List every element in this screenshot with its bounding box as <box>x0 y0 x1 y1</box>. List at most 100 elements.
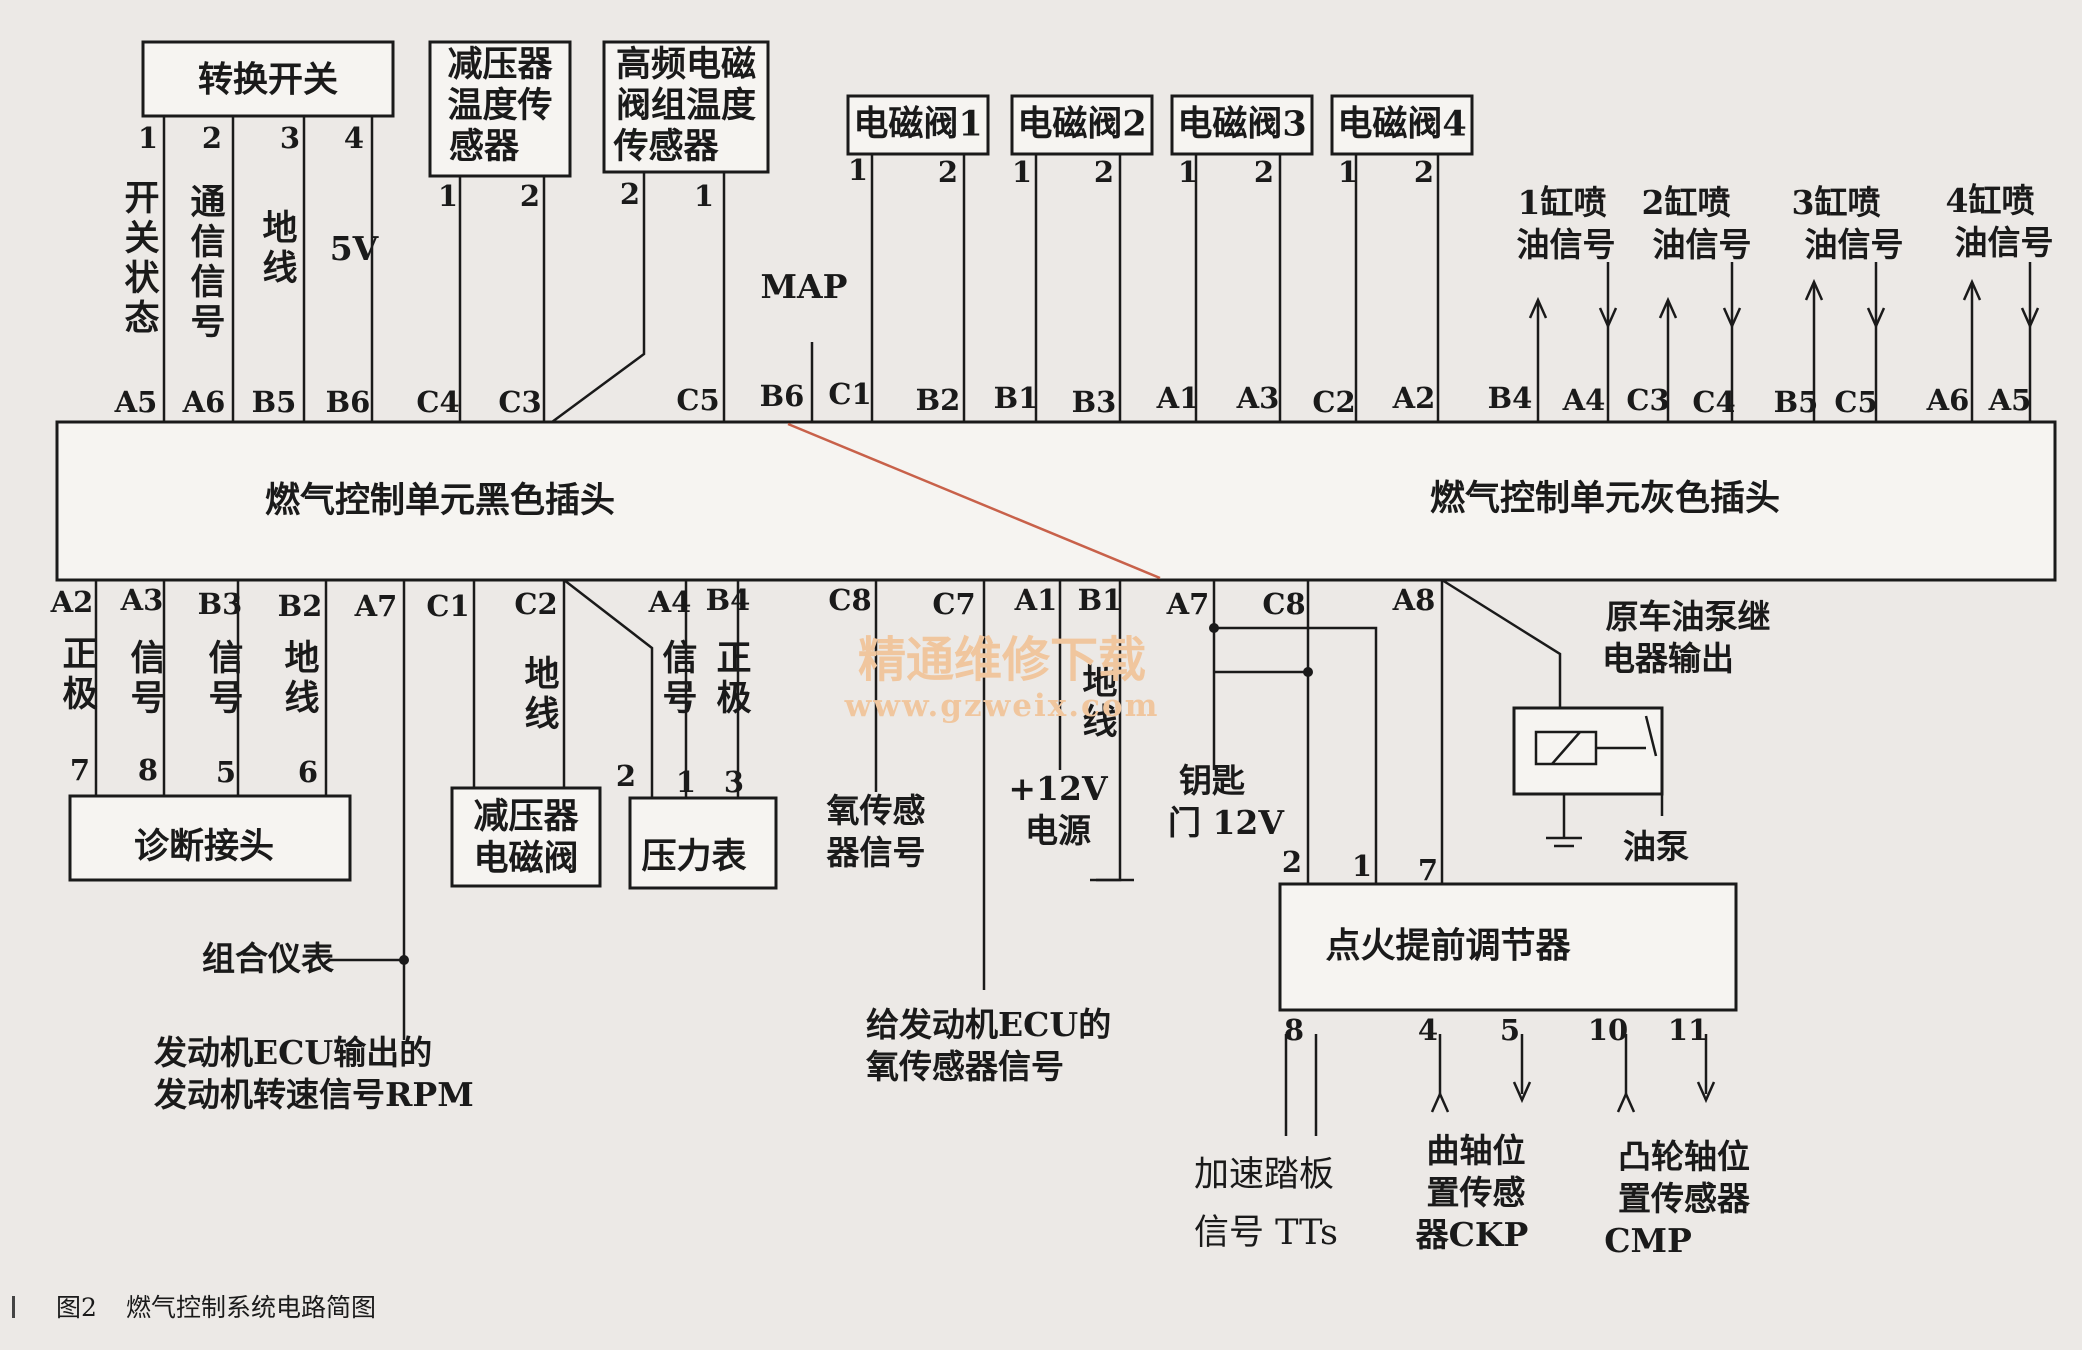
o2-line2: 器信号 <box>827 833 926 872</box>
valve-4-label: 电磁阀4 <box>1337 104 1466 145</box>
gnd2-char-1: 地 <box>524 654 559 695</box>
ct-pin-5: C4 <box>416 385 459 419</box>
valve-1-box <box>846 94 990 156</box>
comm-char-4: 号 <box>190 302 225 343</box>
ct-pin-14: A3 <box>1236 381 1280 415</box>
switch-label: 转换开关 <box>198 60 338 101</box>
sig1-char-1: 信 <box>130 638 165 679</box>
comm-char-3: 信 <box>190 262 225 303</box>
cb-pin-10: C8 <box>828 583 871 617</box>
reducer-valve-line2: 电磁阀 <box>473 838 578 879</box>
hf-temp-line3: 传感器 <box>612 126 719 167</box>
ecu-connector-block <box>55 420 2057 582</box>
ct-pin-20: C4 <box>1692 385 1735 419</box>
pwr-line1: +12V <box>1008 769 1109 808</box>
internal-link-line <box>787 422 1161 580</box>
ecu-grey-label: 燃气控制单元灰色插头 <box>1430 478 1780 519</box>
reducer-temp-pin-1: 1 <box>438 179 458 213</box>
advancer-pin-10: 10 <box>1588 1013 1628 1047</box>
pos1-char-1: 正 <box>62 634 97 675</box>
reducer-temp-line1: 减压器 <box>447 44 553 85</box>
inj-3-line1: 3缸喷 <box>1792 183 1881 222</box>
reducer-valve-line1: 减压器 <box>473 796 579 837</box>
valve-1-label: 电磁阀1 <box>853 104 982 145</box>
switch-pin-2: 2 <box>202 121 222 155</box>
advancer-sensor-arrows <box>1430 1081 1716 1113</box>
ct-pin-24: A5 <box>1988 383 2032 417</box>
ct-pin-12: B3 <box>1072 385 1117 419</box>
ct-pin-13: A1 <box>1156 381 1200 415</box>
hf-temp-line1: 高频电磁 <box>616 44 756 85</box>
gnd3-char-1: 地 <box>1082 662 1117 703</box>
o2-line1: 氧传感 <box>827 791 926 830</box>
caption-text: 燃气控制系统电路简图 <box>126 1293 376 1322</box>
pressure-gauge-box <box>628 796 778 890</box>
cb-pin-13: B1 <box>1078 583 1123 617</box>
ct-pin-9: C1 <box>828 377 871 411</box>
ct-pin-23: A6 <box>1926 383 1970 417</box>
hf-temp-line2: 阀组温度 <box>616 85 756 126</box>
sig2-char-2: 号 <box>208 678 243 719</box>
valve-2-label: 电磁阀2 <box>1017 104 1146 145</box>
rpm-line1: 发动机ECU输出的 <box>154 1033 432 1072</box>
gauge-pin-3: 3 <box>724 765 744 799</box>
switch-state-char-4: 态 <box>124 298 159 339</box>
o2-ecu-line1: 给发动机ECU的 <box>866 1005 1111 1044</box>
advancer-pin-2: 2 <box>1282 845 1302 879</box>
inj-1-line2: 油信号 <box>1517 225 1616 264</box>
cb-pin-11: C7 <box>932 587 975 621</box>
diag-pin-8: 8 <box>138 753 158 787</box>
cb-pin-12: A1 <box>1014 583 1058 617</box>
cmp-line1: 凸轮轴位 <box>1618 1137 1750 1176</box>
o2-ecu-line2: 氧传感器信号 <box>866 1047 1064 1086</box>
cb-pin-9: B4 <box>706 583 751 617</box>
ct-pin-11: B1 <box>994 381 1039 415</box>
ground-junction-dot <box>1303 667 1313 677</box>
cb-pin-5: A7 <box>354 589 398 623</box>
tps-line1: 加速踏板 <box>1194 1155 1334 1195</box>
gauge-pin-1: 1 <box>676 765 696 799</box>
ct-pin-10: B2 <box>916 383 961 417</box>
ct-pin-16: A2 <box>1392 381 1436 415</box>
switch-state-char-2: 关 <box>124 218 159 259</box>
ct-pin-7: C5 <box>676 383 719 417</box>
ground-char-1: 地 <box>262 208 297 249</box>
key-junction-dot <box>1209 623 1219 633</box>
hf-temp-pin-2: 2 <box>620 177 640 211</box>
valve-2-pin-1: 1 <box>1012 155 1032 189</box>
map-label: MAP <box>761 267 848 306</box>
cb-pin-1: A2 <box>50 585 94 619</box>
pos1-char-2: 极 <box>62 674 97 715</box>
ckp-line3: 器CKP <box>1416 1215 1529 1254</box>
cluster-label: 组合仪表 <box>202 939 334 978</box>
v5-label: 5V <box>330 229 380 268</box>
tps-line2: 信号 TTs <box>1194 1213 1338 1253</box>
ct-pin-17: B4 <box>1488 381 1533 415</box>
advancer-pin-8: 8 <box>1284 1013 1304 1047</box>
caption-marker <box>12 1296 15 1318</box>
key-line1: 钥匙 <box>1179 761 1245 800</box>
comm-char-1: 通 <box>190 182 225 223</box>
top-wires <box>162 116 2032 424</box>
switch-pin-4: 4 <box>344 121 364 155</box>
pump-relay-line2: 电器输出 <box>1602 639 1734 678</box>
cb-pin-4: B2 <box>278 589 323 623</box>
cb-pin-3: B3 <box>198 587 243 621</box>
pos2-char-2: 极 <box>716 678 751 719</box>
cb-pin-8: A4 <box>648 585 692 619</box>
diag-pin-5: 5 <box>216 755 236 789</box>
ecu-black-label: 燃气控制单元黑色插头 <box>265 480 615 521</box>
cb-pin-15: C8 <box>1262 587 1305 621</box>
cb-pin-6: C1 <box>426 589 469 623</box>
sig3-char-1: 信 <box>662 638 697 679</box>
cb-pin-14: A7 <box>1166 587 1210 621</box>
injector-signal-arrows <box>1528 278 2040 330</box>
ct-pin-1: A5 <box>114 385 158 419</box>
hf-valve-temp-sensor-box <box>602 40 770 174</box>
reducer-temp-line2: 温度传 <box>447 85 552 126</box>
valve-2-box <box>1010 94 1154 156</box>
valve-3-box <box>1170 94 1314 156</box>
ct-pin-15: C2 <box>1312 385 1355 419</box>
inj-3-line2: 油信号 <box>1805 225 1904 264</box>
pos2-char-1: 正 <box>716 638 751 679</box>
